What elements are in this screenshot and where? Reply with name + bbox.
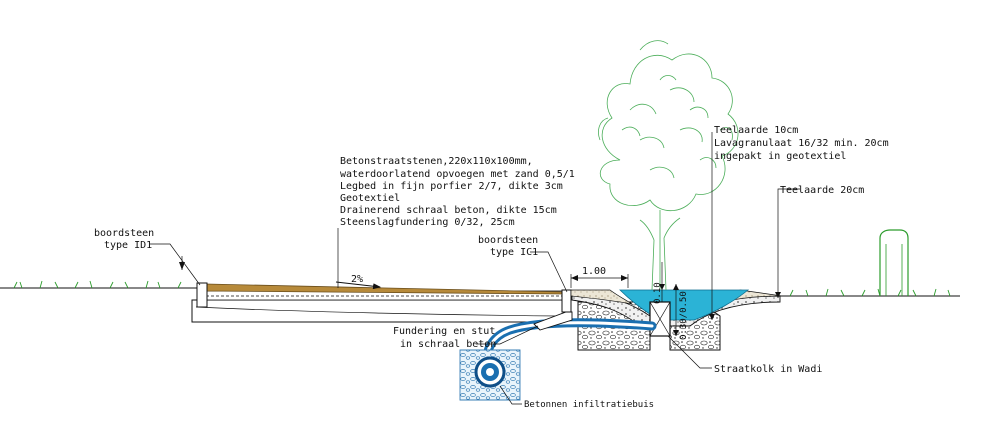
topsoil-20-label: Teelaarde 20cm	[780, 185, 864, 196]
shrub-outline-icon	[879, 229, 909, 296]
spec-text-line-6: Steenslagfundering 0/32, 25cm	[340, 217, 515, 228]
curb-id1-leader	[150, 243, 201, 286]
spec-text-line-2: waterdoorlatend opvoegen met zand 0,5/1	[340, 169, 575, 180]
foundation-hatch	[195, 306, 561, 317]
spec-text-line-1: Betonstraatstenen,220x110x100mm,	[340, 156, 533, 167]
concrete-pipe-support	[533, 311, 573, 331]
spec-text-line-3: Legbed in fijn porfier 2/7, dikte 3cm	[340, 181, 563, 192]
ground-line-left	[0, 280, 198, 289]
curb-id1-label-line-1: boordsteen	[94, 228, 154, 239]
spec-text-line-4: Geotextiel	[340, 193, 400, 204]
dimension-0-30-0-50	[673, 284, 679, 336]
concrete-infiltration-pipe	[474, 356, 506, 388]
road-foundation	[191, 299, 567, 323]
street-gully-leader	[667, 335, 712, 369]
dimension-0-10-label: 0.10	[653, 282, 663, 304]
curb-ic1-label-line-1: boordsteen	[478, 235, 538, 246]
dimension-0-30-0-50-label: 0.30/0.50	[679, 291, 689, 340]
topsoil-20-leader	[777, 188, 800, 298]
dimension-1-00	[570, 274, 629, 288]
curb-ic1-leader	[530, 251, 568, 293]
foundation-leader	[476, 325, 539, 345]
dimension-1-00-label: 1.00	[582, 266, 606, 277]
dimension-0-10	[659, 262, 665, 302]
wadi-spec-line-2: Lavagranulaat 16/32 min. 20cm	[714, 138, 889, 149]
curb-ic1-label-line-2: type IC1	[490, 247, 538, 258]
wadi-spec-line-3: ingepakt in geotextiel	[714, 151, 846, 162]
slope-label: 2%	[351, 274, 363, 285]
slope-arrow	[335, 281, 381, 290]
curb-id1	[196, 282, 208, 308]
foundation-label-line-2: in schraal beton	[400, 339, 496, 350]
street-gully-label: Straatkolk in Wadi	[714, 364, 822, 375]
spec-text-line-5: Drainerend schraal beton, dikte 15cm	[340, 205, 557, 216]
curb-ic1	[561, 289, 572, 313]
ground-line-right	[780, 288, 960, 297]
infiltration-pipe-label: Betonnen infiltratiebuis	[524, 400, 654, 410]
deciduous-tree-icon	[598, 40, 739, 291]
foundation-label-line-1: Fundering en stut	[393, 326, 495, 337]
infiltration-pipe-leader	[499, 385, 522, 405]
wadi-spec-line-1: Teelaarde 10cm	[714, 125, 798, 136]
curb-id1-label-line-2: type ID1	[104, 240, 152, 251]
topsoil-left-bank	[570, 289, 633, 305]
